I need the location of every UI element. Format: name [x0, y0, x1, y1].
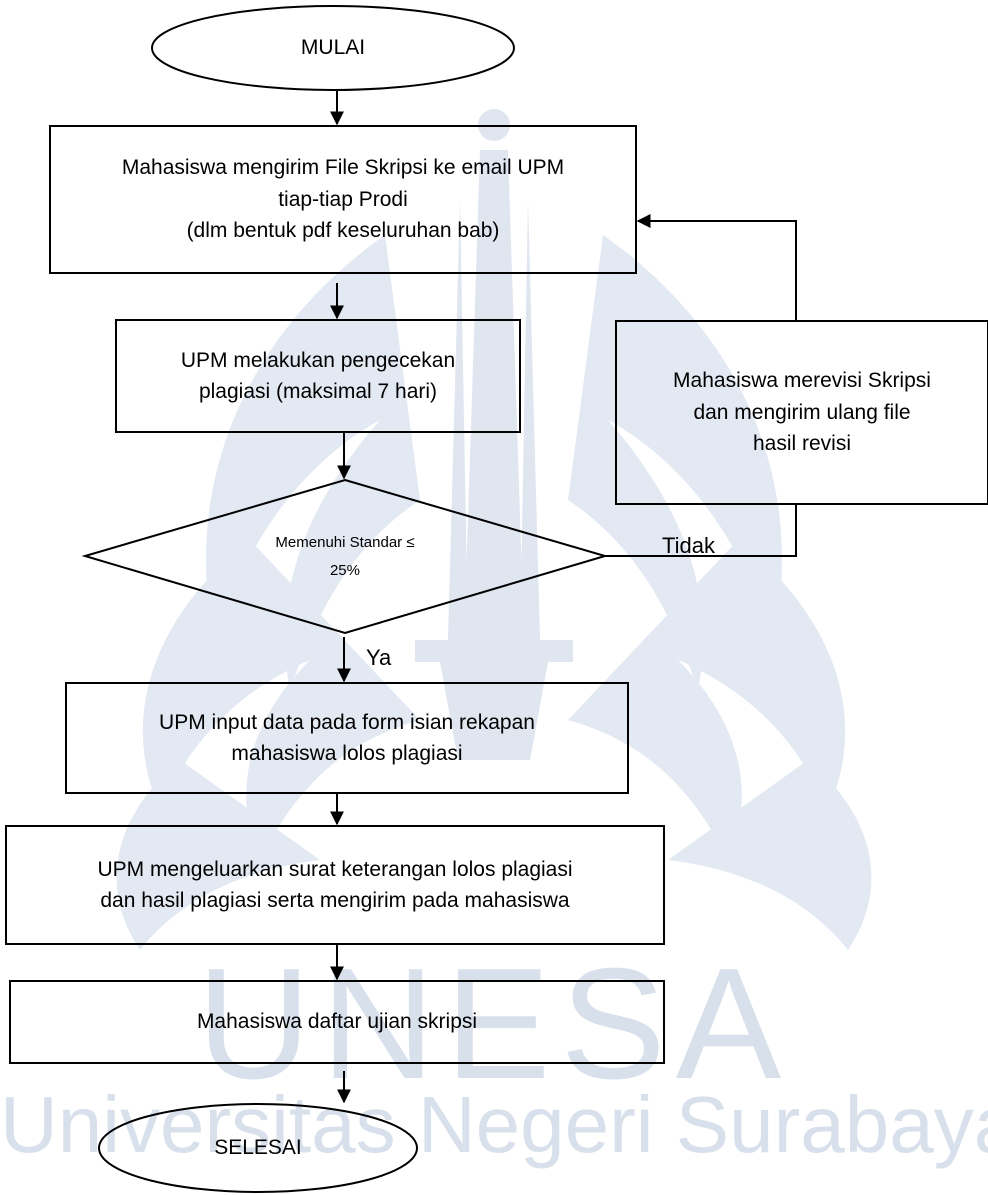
plagiarism-check-text: UPM melakukan pengecekan plagiasi (maksi…	[180, 348, 456, 404]
issue-letter-text: UPM mengeluarkan surat keterangan lolos …	[97, 857, 573, 913]
decision-text: Memenuhi Standar ≤ 25%	[275, 533, 415, 580]
watermark-title: UNESA	[196, 936, 792, 1112]
arrow-no-to-revise	[605, 504, 797, 557]
register-exam-box	[9, 980, 665, 1064]
revise-text: Mahasiswa merevisi Skripsi dan mengirim …	[673, 369, 931, 456]
issue-letter-box	[5, 825, 665, 945]
end-label: SELESAI	[214, 1136, 302, 1160]
standard-decision	[81, 478, 609, 635]
send-file-box	[49, 125, 637, 274]
register-exam-text: Mahasiswa daftar ujian skripsi	[196, 1010, 478, 1034]
input-data-box	[65, 682, 629, 794]
label-yes: Ya	[366, 645, 392, 670]
plagiarism-check-box	[115, 319, 521, 433]
revise-box	[615, 320, 988, 505]
start-label: MULAI	[300, 36, 366, 60]
end-terminator	[98, 1103, 418, 1193]
label-no: Tidak	[662, 533, 715, 558]
watermark-subtitle: Universitas Negeri Surabaya	[0, 1080, 988, 1169]
send-file-text: Mahasiswa mengirim File Skripsi ke email…	[121, 156, 565, 243]
input-data-text: UPM input data pada form isian rekapan m…	[159, 710, 535, 766]
arrow-revise-to-send	[636, 214, 797, 321]
start-terminator	[151, 5, 515, 91]
